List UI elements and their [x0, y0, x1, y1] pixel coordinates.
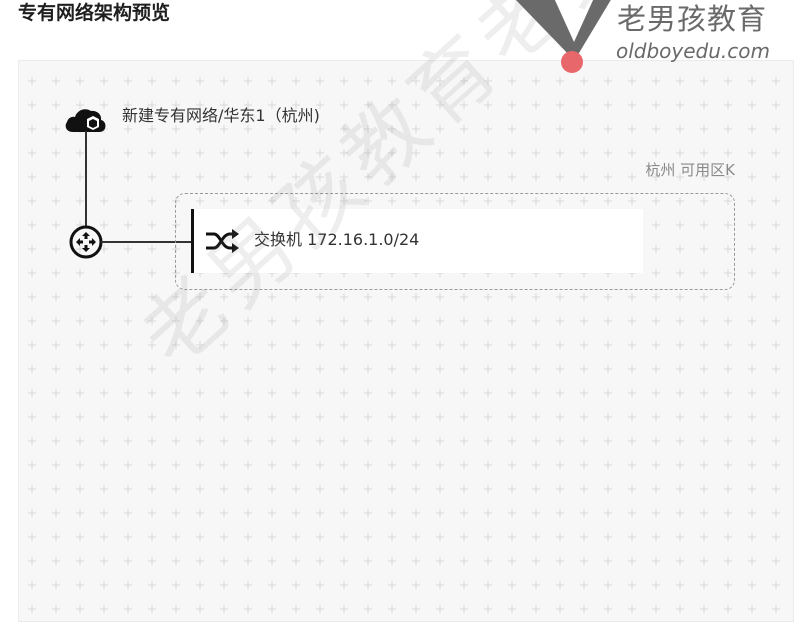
- router-switch-connector: [101, 241, 191, 243]
- shuffle-icon: [206, 229, 239, 253]
- vswitch-label: 交换机 172.16.1.0/24: [254, 230, 420, 249]
- watermark-brand-cn: 老男孩教育: [617, 2, 768, 36]
- availability-zone: [175, 193, 735, 290]
- page-title: 专有网络架构预览: [18, 2, 171, 24]
- router-icon: [69, 225, 103, 259]
- watermark-brand-en: oldboyedu.com: [616, 39, 771, 63]
- vpc-router-connector: [85, 131, 87, 226]
- grid-background: [19, 61, 793, 621]
- cloud-icon: [65, 109, 106, 132]
- watermark-logo: [515, 0, 611, 73]
- zone-label: 杭州 可用区K: [645, 161, 735, 179]
- vpc-label: 新建专有网络/华东1（杭州): [122, 106, 320, 125]
- vswitch-node[interactable]: 交换机 172.16.1.0/24: [191, 209, 643, 273]
- topology-canvas: 新建专有网络/华东1（杭州) 杭州 可用区K 交换机 172.16.1.0/24: [18, 60, 794, 622]
